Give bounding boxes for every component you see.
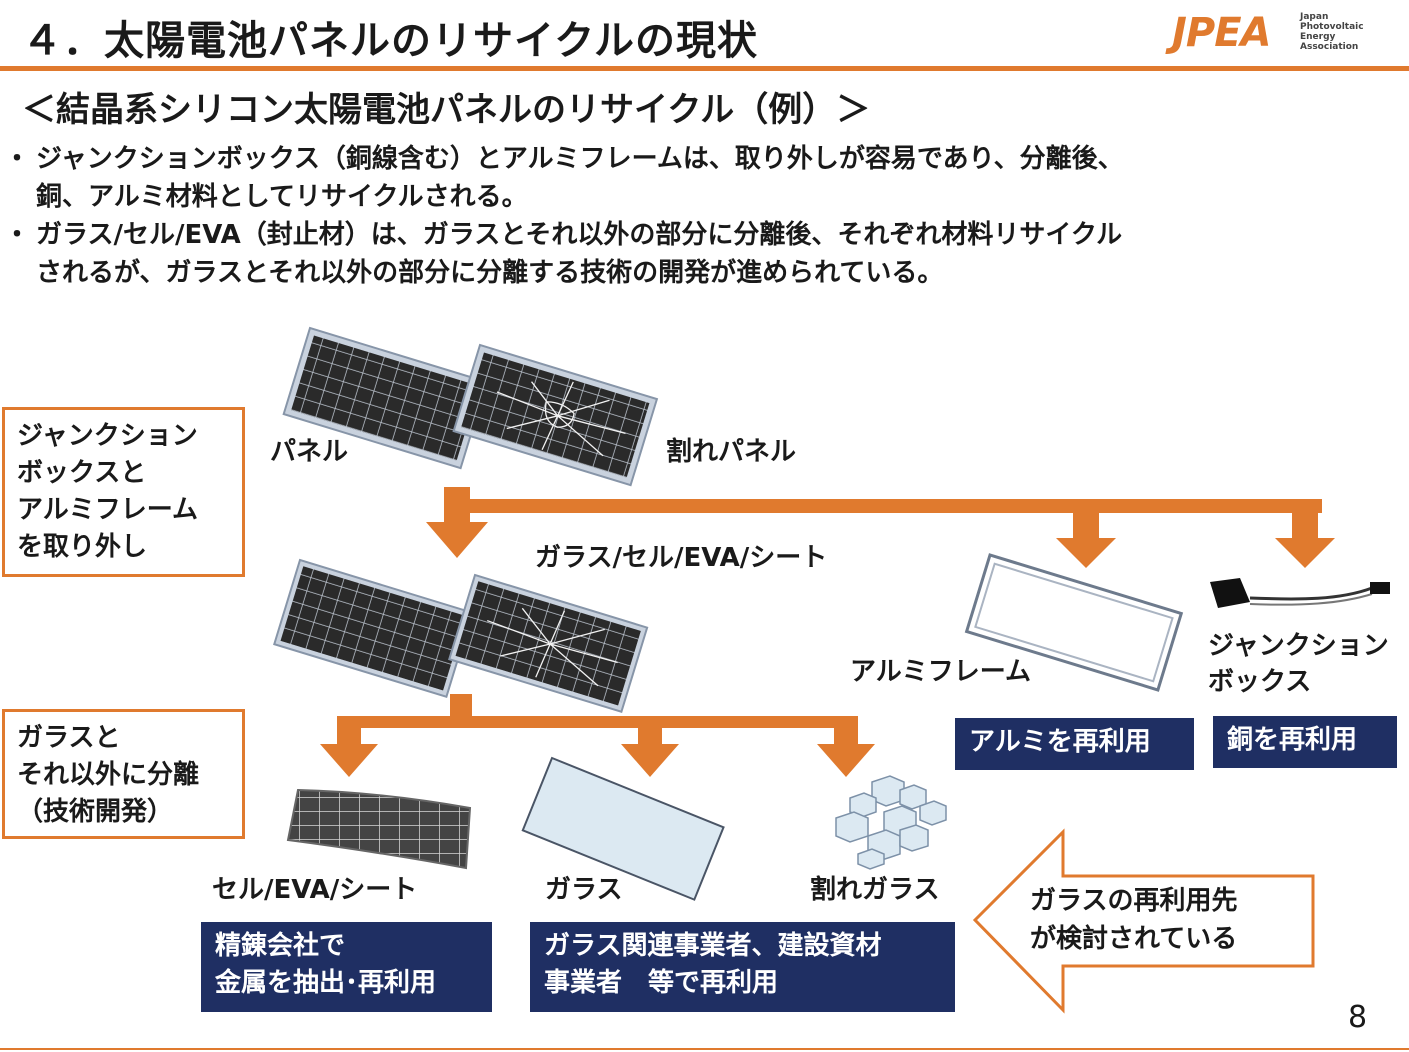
logo-mark: JPEA	[1172, 10, 1271, 56]
footer-divider	[0, 1048, 1409, 1050]
callout-line: が検討されている	[1030, 924, 1238, 954]
glass-sheet-icon	[521, 756, 725, 901]
logo-line: Photovoltaic	[1300, 22, 1364, 32]
reuse-line: 銅を再利用	[1227, 725, 1358, 755]
lower-flow-arrows	[320, 694, 875, 777]
title-divider	[0, 66, 1409, 71]
label-broken-glass: 割れガラス	[810, 875, 940, 905]
reuse-line: アルミを再利用	[969, 727, 1151, 757]
broken-panel-icon	[452, 343, 659, 487]
reuse-line: 金属を抽出･再利用	[215, 968, 437, 998]
page-title: ４．太陽電池パネルのリサイクルの現状	[22, 18, 758, 64]
bullet-line: ジャンクションボックス（銅線含む）とアルミフレームは、取り外しが容易であり、分離…	[36, 144, 1124, 174]
cell-sheet-icon	[286, 788, 472, 870]
removal-step-box: ジャンクション ボックスと アルミフレーム を取り外し	[2, 407, 245, 577]
laminate-panel-icon	[273, 558, 474, 699]
box-line: それ以外に分離	[17, 760, 200, 790]
reuse-aluminum-box: アルミを再利用	[955, 718, 1194, 770]
reuse-line: ガラス関連事業者、建設資材	[544, 931, 882, 961]
broken-glass-icon	[835, 775, 947, 870]
separation-step-box: ガラスと それ以外に分離 （技術開発）	[2, 709, 245, 839]
broken-laminate-icon	[448, 573, 649, 714]
box-line: アルミフレーム	[17, 495, 198, 525]
bullet-list: ジャンクションボックス（銅線含む）とアルミフレームは、取り外しが容易であり、分離…	[4, 140, 1400, 292]
box-line: ボックスと	[17, 458, 147, 488]
bullet-line: 銅、アルミ材料としてリサイクルされる。	[36, 182, 528, 212]
logo-line: Association	[1300, 42, 1359, 52]
bullet-item-1: ジャンクションボックス（銅線含む）とアルミフレームは、取り外しが容易であり、分離…	[4, 140, 1400, 216]
reuse-line: 事業者 等で再利用	[544, 968, 779, 998]
label-glass: ガラス	[545, 875, 623, 905]
label-panel: パネル	[270, 437, 349, 467]
logo-line: Energy	[1300, 32, 1336, 42]
logo-text: Japan Photovoltaic Energy Association	[1300, 12, 1370, 52]
label-broken-panel: 割れパネル	[666, 437, 797, 467]
box-line: ガラスと	[17, 723, 121, 753]
label-line: ボックス	[1208, 667, 1312, 697]
bullet-line: されるが、ガラスとそれ以外の部分に分離する技術の開発が進められている。	[36, 258, 944, 288]
reuse-copper-box: 銅を再利用	[1213, 716, 1397, 768]
label-cell-sheet: セル/EVA/シート	[212, 875, 418, 905]
glass-reuse-callout: ガラスの再利用先 が検討されている	[1030, 882, 1237, 958]
reuse-glass-box: ガラス関連事業者、建設資材 事業者 等で再利用	[530, 922, 955, 1012]
callout-arrow-shape	[972, 828, 1315, 1014]
reuse-line: 精錬会社で	[215, 931, 346, 961]
logo-line: Japan	[1300, 12, 1329, 22]
callout-line: ガラスの再利用先	[1030, 886, 1238, 916]
section-subtitle: ＜結晶系シリコン太陽電池パネルのリサイクル（例）＞	[22, 90, 871, 130]
box-line: （技術開発）	[17, 797, 174, 827]
aluminum-frame-icon	[964, 553, 1184, 692]
reuse-metal-box: 精錬会社で 金属を抽出･再利用	[201, 922, 492, 1012]
label-junction-box: ジャンクション ボックス	[1208, 628, 1389, 700]
label-line: ジャンクション	[1208, 631, 1389, 661]
box-line: を取り外し	[17, 532, 148, 562]
bullet-line: ガラス/セル/EVA（封止材）は、ガラスとそれ以外の部分に分離後、それぞれ材料リ…	[36, 220, 1123, 250]
box-line: ジャンクション	[17, 421, 198, 451]
page-number: 8	[1348, 1000, 1368, 1035]
upper-flow-arrows	[426, 487, 1335, 568]
jpea-logo: JPEA Japan Photovoltaic Energy Associati…	[1172, 10, 1372, 60]
junction-box-icon	[1210, 578, 1390, 608]
label-laminate: ガラス/セル/EVA/シート	[535, 543, 828, 573]
bullet-item-2: ガラス/セル/EVA（封止材）は、ガラスとそれ以外の部分に分離後、それぞれ材料リ…	[4, 216, 1400, 292]
label-aluminum-frame: アルミフレーム	[850, 657, 1031, 687]
